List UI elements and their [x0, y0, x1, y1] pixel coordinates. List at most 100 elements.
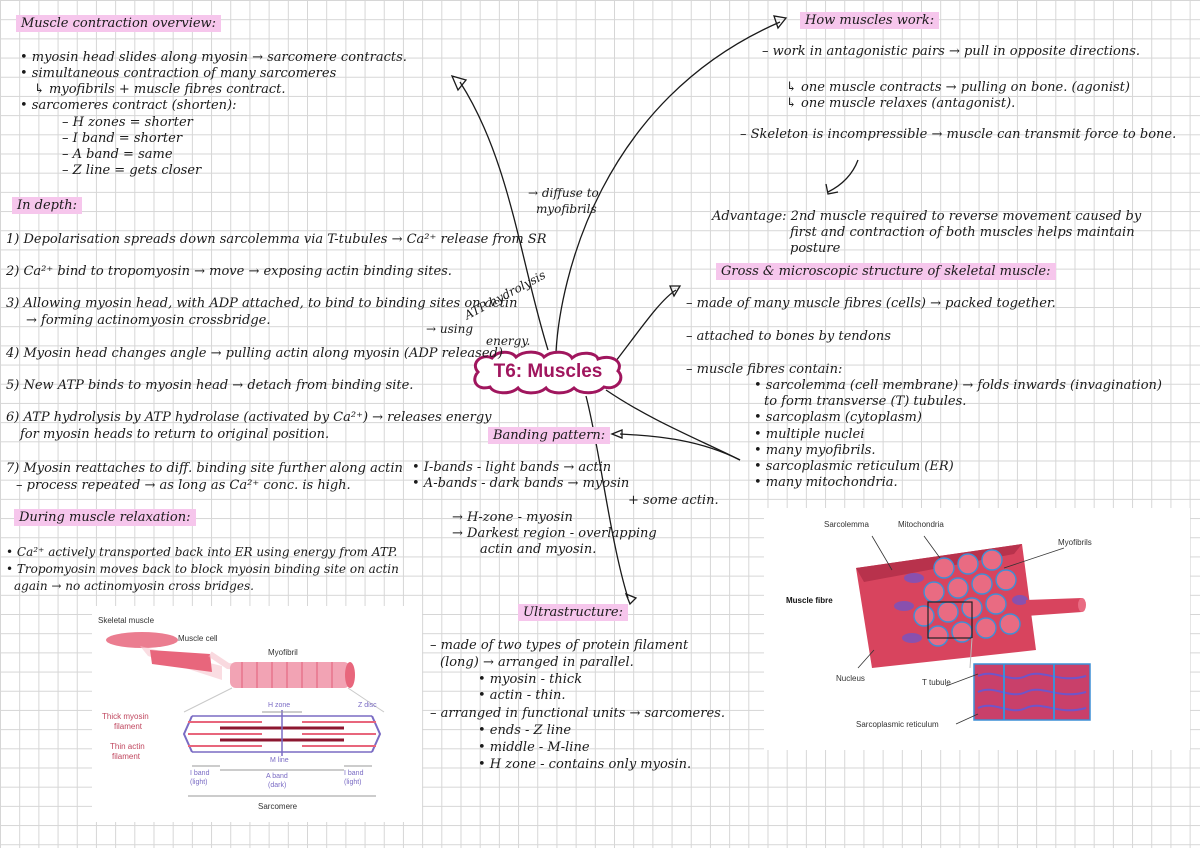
advantage-line: posture	[790, 241, 841, 256]
label-m-line: M line	[270, 757, 289, 764]
overview-line: – I band = shorter	[62, 131, 183, 146]
in-depth-step: for myosin heads to return to original p…	[20, 427, 330, 442]
overview-line: ↳ myofibrils + muscle fibres contract.	[34, 82, 286, 97]
in-depth-step: 7) Myosin reattaches to diff. binding si…	[6, 461, 403, 476]
muscle-fibre-figure: Sarcolemma Mitochondria Myofibrils Muscl…	[764, 508, 1190, 750]
overview-line: – A band = same	[62, 147, 173, 162]
relaxation-line: again → no actinomyosin cross bridges.	[14, 579, 254, 593]
label-a-band-dark: (dark)	[268, 782, 287, 789]
banding-line: • I-bands - light bands → actin	[412, 460, 612, 475]
gross-line: • sarcolemma (cell membrane) → folds inw…	[754, 378, 1162, 393]
ultra-line: • ends - Z line	[478, 723, 572, 738]
label-skeletal-muscle: Skeletal muscle	[98, 616, 155, 625]
label-nucleus: Nucleus	[836, 674, 865, 683]
banding-line: actin and myosin.	[480, 542, 597, 557]
side-note-atp: → using	[426, 322, 474, 336]
in-depth-step: 2) Ca²⁺ bind to tropomyosin → move → exp…	[6, 264, 452, 279]
overview-heading: Muscle contraction overview:	[16, 15, 222, 32]
in-depth-step: 4) Myosin head changes angle → pulling a…	[6, 346, 503, 361]
label-myofibrils: Myofibrils	[1058, 538, 1092, 547]
relaxation-line: • Ca²⁺ actively transported back into ER…	[6, 545, 398, 559]
label-thin-actin: Thin actin	[110, 742, 145, 751]
in-depth-heading: In depth:	[12, 197, 82, 214]
arrow-to-ultrastructure	[585, 395, 629, 599]
label-z-disc: Z disc	[358, 702, 377, 709]
label-i-band-right-light: (light)	[344, 779, 362, 786]
muscle-fibre-diagram-icon	[856, 535, 1091, 725]
ultra-line: – made of two types of protein filament	[430, 638, 689, 653]
arrow-to-banding	[605, 389, 741, 461]
arrow-to-gross-structure	[611, 289, 677, 367]
label-i-band-left-light: (light)	[190, 779, 208, 786]
in-depth-step: 5) New ATP binds to myosin head → detach…	[6, 378, 414, 393]
arrow-to-overview	[459, 81, 549, 351]
how-line: – work in antagonistic pairs → pull in o…	[762, 44, 1141, 59]
label-myofibril: Myofibril	[268, 648, 298, 657]
advantage-line: Advantage: 2nd muscle required to revers…	[712, 209, 1142, 224]
banding-line: • A-bands - dark bands → myosin	[412, 476, 630, 491]
relaxation-line: • Tropomyosin moves back to block myosin…	[6, 562, 399, 576]
gross-line: • many mitochondria.	[754, 475, 898, 490]
how-line: ↳ one muscle relaxes (antagonist).	[786, 96, 1016, 111]
ultra-line: • actin - thin.	[478, 688, 566, 703]
gross-line: – muscle fibres contain:	[686, 362, 843, 377]
banding-line: + some actin.	[628, 493, 719, 508]
in-depth-step: 3) Allowing myosin head, with ADP attach…	[6, 296, 518, 311]
ultra-line: – arranged in functional units → sarcome…	[430, 706, 725, 721]
cloud-outline-icon	[473, 350, 623, 395]
side-note-diffuse: → diffuse to	[528, 186, 599, 200]
gross-structure-heading: Gross & microscopic structure of skeleta…	[716, 263, 1056, 280]
overview-line: • simultaneous contraction of many sarco…	[20, 66, 337, 81]
banding-heading: Banding pattern:	[488, 427, 611, 444]
banding-line: → H-zone - myosin	[452, 510, 573, 525]
relaxation-heading: During muscle relaxation:	[14, 509, 196, 526]
in-depth-step: 1) Depolarisation spreads down sarcolemm…	[6, 232, 547, 247]
overview-line: • sarcomeres contract (shorten):	[20, 98, 237, 113]
overview-line: – Z line = gets closer	[62, 163, 202, 178]
side-note-atp: energy.	[486, 334, 531, 348]
sarcomere-figure: Skeletal muscle Muscle cell Myofibril H …	[92, 606, 422, 822]
how-line: – Skeleton is incompressible → muscle ca…	[740, 127, 1177, 142]
ultra-line: (long) → arranged in parallel.	[440, 655, 634, 670]
label-thin-filament: filament	[112, 752, 141, 761]
in-depth-step: – process repeated → as long as Ca²⁺ con…	[16, 478, 351, 493]
label-thick-filament: filament	[114, 722, 143, 731]
gross-line: to form transverse (T) tubules.	[764, 394, 967, 409]
central-topic: T6: Muscles	[468, 349, 628, 395]
label-sarcolemma: Sarcolemma	[824, 520, 869, 529]
central-topic-title: T6: Muscles	[493, 361, 603, 382]
in-depth-step: → forming actinomyosin crossbridge.	[26, 313, 271, 328]
how-muscles-work-heading: How muscles work:	[800, 12, 940, 29]
banding-line: → Darkest region - overlapping	[452, 526, 657, 541]
label-sarcoplasmic-reticulum: Sarcoplasmic reticulum	[856, 720, 939, 729]
gross-line: • sarcoplasm (cytoplasm)	[754, 410, 922, 425]
label-muscle-fibre: Muscle fibre	[786, 596, 833, 605]
label-sarcomere: Sarcomere	[258, 802, 298, 811]
ultra-line: • middle - M-line	[478, 740, 590, 755]
label-t-tubule: T tubule	[922, 678, 951, 687]
label-a-band: A band	[266, 773, 288, 780]
ultrastructure-heading: Ultrastructure:	[518, 604, 628, 621]
gross-line: – made of many muscle fibres (cells) → p…	[686, 296, 1056, 311]
gross-line: • sarcoplasmic reticulum (ER)	[754, 459, 954, 474]
label-mitochondria: Mitochondria	[898, 520, 944, 529]
arrow-to-advantage	[827, 159, 859, 193]
arrow-to-how-muscles-work	[555, 21, 781, 353]
ultra-line: • myosin - thick	[478, 672, 583, 687]
gross-line: – attached to bones by tendons	[686, 329, 891, 344]
gross-line: • multiple nuclei	[754, 427, 865, 442]
how-line: ↳ one muscle contracts → pulling on bone…	[786, 80, 1130, 95]
side-note-diffuse: myofibrils	[536, 202, 597, 216]
overview-line: • myosin head slides along myosin → sarc…	[20, 50, 407, 65]
label-muscle-cell: Muscle cell	[178, 634, 218, 643]
sarcomere-diagram-icon	[106, 632, 385, 797]
advantage-line: first and contraction of both muscles he…	[790, 225, 1135, 240]
overview-line: – H zones = shorter	[62, 115, 193, 130]
ultra-line: • H zone - contains only myosin.	[478, 757, 692, 772]
label-h-zone: H zone	[268, 702, 291, 709]
label-thick-myosin: Thick myosin	[102, 712, 149, 721]
in-depth-step: 6) ATP hydrolysis by ATP hydrolase (acti…	[6, 410, 492, 425]
label-i-band-right: I band	[344, 770, 364, 777]
label-i-band-left: I band	[190, 770, 210, 777]
